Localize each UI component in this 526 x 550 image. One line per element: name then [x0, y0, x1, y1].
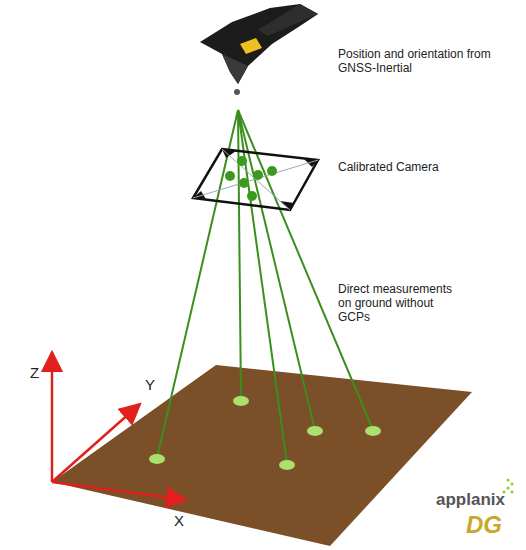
axis-label: X: [174, 512, 194, 530]
drone: [200, 4, 318, 95]
camera-frame: [193, 149, 318, 210]
axis-label: Y: [145, 376, 165, 394]
axes: [52, 352, 186, 500]
ground-plane: [52, 365, 472, 546]
logo-text: DG: [466, 510, 522, 539]
callout-label: Position and orientation from GNSS-Inert…: [338, 47, 503, 75]
callout-label: Direct measurements on ground without GC…: [338, 282, 466, 324]
callout-label: Calibrated Camera: [338, 160, 503, 174]
ground-points: [149, 396, 381, 470]
axis-label: Z: [30, 364, 50, 382]
logo-text: applanix: [436, 490, 516, 510]
